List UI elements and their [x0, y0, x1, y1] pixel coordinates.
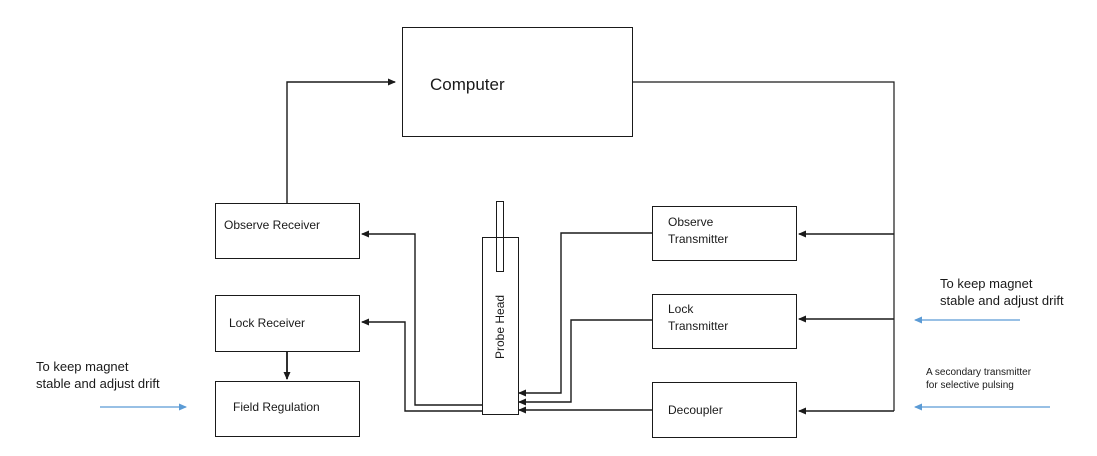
observe-receiver-block	[215, 203, 360, 259]
decoupler-label: Decoupler	[668, 403, 723, 417]
right-drift-note-line2: stable and adjust drift	[940, 293, 1064, 308]
computer-label: Computer	[430, 75, 505, 94]
field-regulation-label: Field Regulation	[233, 400, 320, 414]
field-regulation-block	[215, 381, 360, 437]
lock-transmitter-label-line1: Lock	[668, 302, 694, 316]
probe-head-label: Probe Head	[493, 294, 507, 359]
observe-transmitter-to-probe-line	[518, 232, 652, 397]
secondary-transmitter-note-line1: A secondary transmitter	[926, 367, 1032, 378]
lock-transmitter-to-probe-line	[518, 319, 652, 406]
left-drift-note-line2: stable and adjust drift	[36, 376, 160, 391]
decoupler-block	[652, 382, 797, 438]
left-drift-note-line1: To keep magnet	[36, 359, 129, 374]
probe-to-observe-receiver-line	[361, 230, 482, 406]
computer-to-bus-line	[633, 81, 895, 411]
probe-head-block	[482, 237, 519, 415]
receiver-to-computer-line	[286, 78, 396, 203]
observe-transmitter-label-line2: Transmitter	[668, 232, 729, 246]
observe-receiver-label: Observe Receiver	[224, 218, 321, 232]
lock-receiver-label: Lock Receiver	[229, 316, 306, 330]
observe-transmitter-label-line1: Observe	[668, 215, 714, 229]
secondary-transmitter-note-line2: for selective pulsing	[926, 380, 1014, 391]
lock-transmitter-label-line2: Transmitter	[668, 319, 729, 333]
lock-transmitter-block	[652, 294, 797, 349]
probe-sample-tube-top	[496, 201, 504, 272]
right-drift-note-line1: To keep magnet	[940, 276, 1033, 291]
probe-to-lock-receiver-line	[361, 318, 482, 412]
lock-receiver-block	[215, 295, 360, 352]
observe-transmitter-block	[652, 206, 797, 261]
computer-block	[402, 27, 633, 137]
